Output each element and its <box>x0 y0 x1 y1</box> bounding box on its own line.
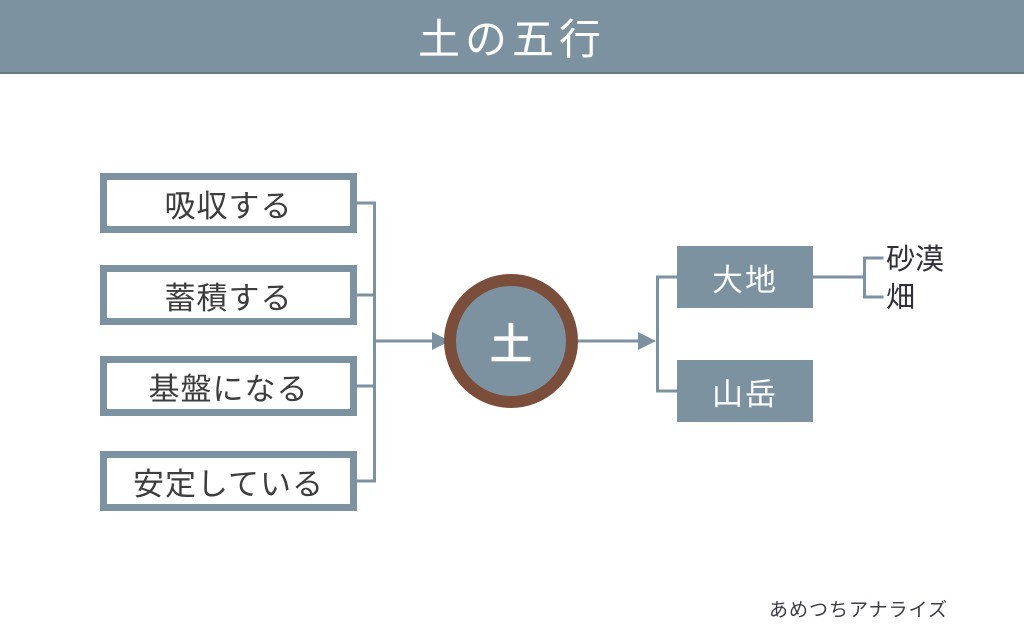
attribute-label: 安定している <box>132 466 325 503</box>
category-box-sangaku: 山岳 <box>677 360 813 422</box>
category-label: 山岳 <box>712 376 778 413</box>
arrow-into-center <box>373 332 450 350</box>
attribute-box-absorb: 吸収する <box>100 173 357 233</box>
category-label: 大地 <box>712 262 778 299</box>
attribute-label: 吸収する <box>164 188 293 225</box>
footer-credit: あめつちアナライズ <box>768 599 948 621</box>
title-bar: 土の五行 <box>0 0 1024 74</box>
attribute-box-foundation: 基盤になる <box>100 356 357 416</box>
slide-title: 土の五行 <box>417 14 606 64</box>
example-label-desert: 砂漠 <box>886 242 945 276</box>
category-box-daichi: 大地 <box>677 246 813 308</box>
right-bracket-connector <box>656 275 679 393</box>
examples-bracket-connector <box>811 256 884 299</box>
attribute-box-accumulate: 蓄積する <box>100 265 357 325</box>
earth-label: 土 <box>489 319 532 369</box>
example-label-field: 畑 <box>886 280 916 314</box>
arrow-out-of-center <box>576 332 656 350</box>
attribute-box-stable: 安定している <box>100 451 357 511</box>
earth-circle-node: 土 <box>444 274 578 408</box>
attribute-label: 基盤になる <box>148 371 309 408</box>
left-bracket-connector <box>355 201 376 483</box>
attribute-label: 蓄積する <box>164 280 293 317</box>
